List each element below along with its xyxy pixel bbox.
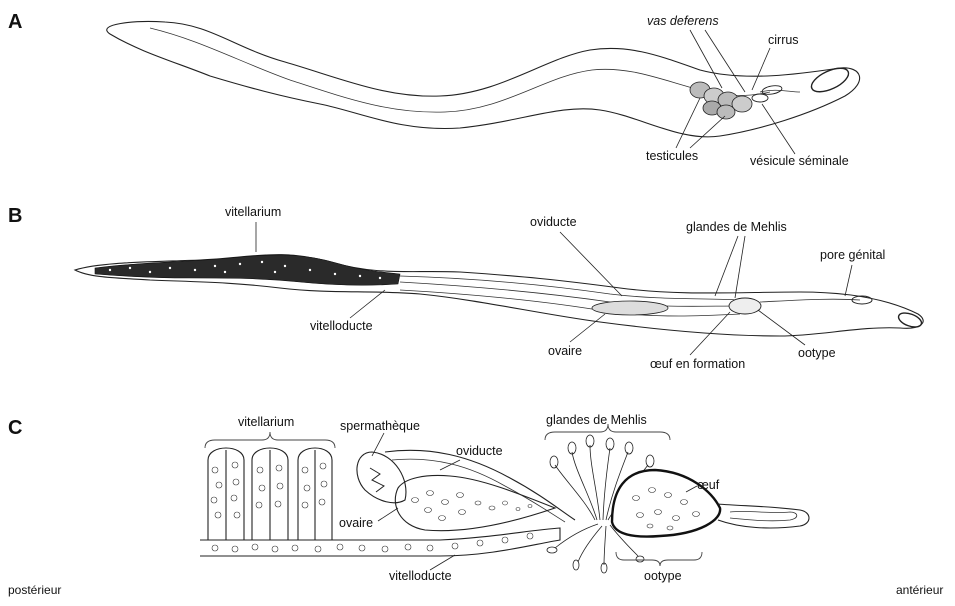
leader-vesicule-seminale [762, 104, 795, 154]
vitellarium-follicles [208, 448, 332, 540]
leader-testicules-2 [690, 116, 725, 148]
leader-b-vitelloducte [350, 290, 385, 318]
label-b-ovaire: ovaire [548, 344, 582, 358]
sucker-b [897, 310, 924, 329]
spermatheque-inner [370, 468, 384, 492]
leader-c-oviducte [440, 460, 460, 470]
ovaire-c-cells [412, 491, 533, 521]
uterus-c-outlet [718, 504, 809, 528]
uterus-duct-2 [400, 282, 740, 306]
leader-b-oviducte [560, 232, 622, 296]
label-vesicule-seminale: vésicule séminale [750, 154, 849, 168]
panel-b: B vitellarium oviducte glandes de Mehlis… [8, 205, 923, 371]
leader-b-mehlis-2 [735, 236, 745, 298]
label-c-spermatheque: spermathèque [340, 419, 420, 433]
label-c-ootype: ootype [644, 569, 682, 583]
leader-c-ovaire [378, 508, 398, 521]
brace-c-ootype [616, 552, 702, 566]
label-c-oviducte: oviducte [456, 444, 503, 458]
panel-c: C [8, 413, 809, 583]
leader-b-oeuf [690, 312, 730, 355]
vesicule-seminale-shape [752, 94, 768, 102]
label-b-ootype: ootype [798, 346, 836, 360]
worm-a-inner-canal [150, 28, 770, 112]
vitelloduct-cells [212, 533, 533, 552]
label-posterieur: postérieur [8, 583, 61, 597]
panel-b-letter: B [8, 205, 22, 227]
label-b-pore-genital: pore génital [820, 248, 885, 262]
leader-c-vitelloducte [430, 555, 455, 570]
panel-c-letter: C [8, 417, 22, 439]
ootype-shape [729, 298, 761, 314]
oviducte-c-tube [385, 450, 575, 520]
label-testicules: testicules [646, 149, 698, 163]
vitelloduct-tube [200, 528, 560, 556]
label-c-glandes-de-mehlis: glandes de Mehlis [546, 413, 647, 427]
label-c-vitellarium: vitellarium [238, 415, 294, 429]
label-c-ovaire: ovaire [339, 516, 373, 530]
leader-vas-deferens [690, 30, 722, 88]
leader-vas-deferens-2 [705, 30, 745, 92]
label-b-glandes-de-mehlis: glandes de Mehlis [686, 220, 787, 234]
uterus-duct-3 [400, 290, 740, 316]
leader-b-pore-genital [845, 265, 852, 296]
cirrus-ring [808, 63, 852, 96]
label-vas-deferens: vas deferens [647, 14, 719, 28]
ovaire-shape [592, 301, 668, 315]
panel-a: A vas deferens cirrus testicules vésicul… [8, 11, 860, 168]
label-anterieur: antérieur [896, 583, 943, 597]
brace-c-vitellarium [205, 432, 335, 448]
worm-a-body-outline [107, 22, 860, 137]
genital-duct [760, 299, 860, 302]
label-cirrus: cirrus [768, 33, 799, 47]
label-b-vitellarium: vitellarium [225, 205, 281, 219]
label-c-vitelloducte: vitelloducte [389, 569, 452, 583]
label-c-oeuf: œuf [697, 478, 720, 492]
testicules-cluster [690, 82, 752, 119]
leader-b-ootype [758, 310, 805, 345]
leader-testicules-1 [676, 98, 700, 148]
leader-b-mehlis-1 [715, 236, 738, 296]
label-b-vitelloducte: vitelloducte [310, 319, 373, 333]
vitellarium-band [95, 255, 400, 285]
panel-a-letter: A [8, 11, 22, 33]
label-b-oeuf-en-formation: œuf en formation [650, 357, 745, 371]
leader-cirrus [752, 48, 770, 90]
label-b-oviducte: oviducte [530, 215, 577, 229]
